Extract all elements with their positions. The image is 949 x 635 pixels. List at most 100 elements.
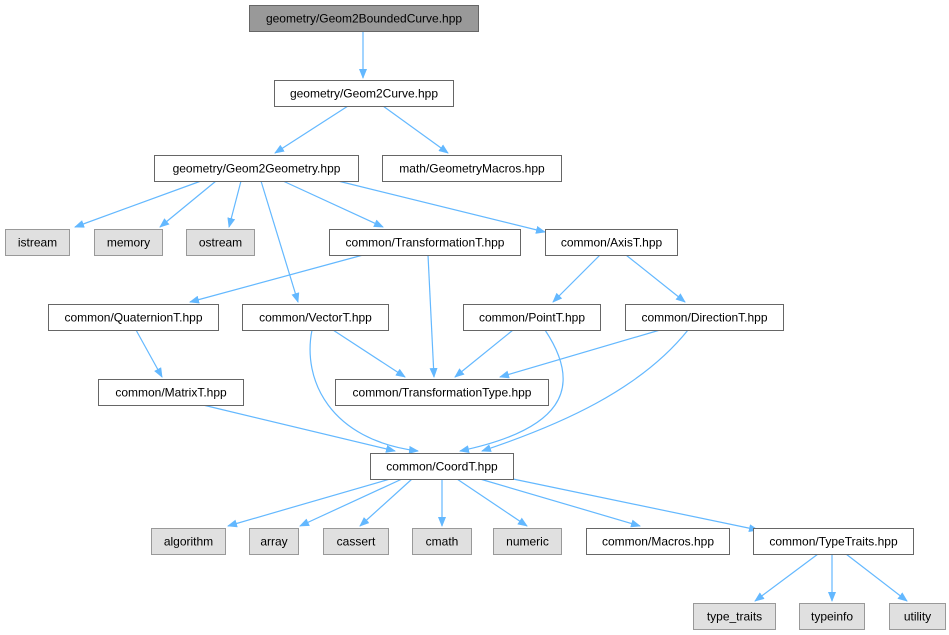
edge-coordT-to-algorithm [227, 478, 391, 528]
node-box [323, 528, 389, 555]
edge-line [202, 404, 396, 453]
node-macros[interactable]: math/GeometryMacros.hpp [382, 155, 562, 182]
edge-line [227, 180, 242, 228]
node-box [545, 229, 678, 256]
node-label: common/TypeTraits.hpp [769, 535, 898, 549]
edge-line [456, 478, 528, 527]
node-box [412, 528, 472, 555]
edge-line [459, 329, 564, 454]
node-label: memory [107, 236, 150, 250]
node-curve[interactable]: geometry/Geom2Curve.hpp [274, 80, 454, 107]
edge-geom-to-axisT [337, 180, 546, 234]
edge-line [299, 478, 403, 527]
node-box [151, 528, 226, 555]
node-root[interactable]: geometry/Geom2BoundedCurve.hpp [249, 5, 479, 32]
node-quatT[interactable]: common/QuaternionT.hpp [48, 304, 219, 331]
node-type_traits: type_traits [693, 603, 776, 630]
node-box [889, 603, 946, 630]
node-ostream: ostream [186, 229, 255, 256]
node-label: common/VectorT.hpp [259, 311, 372, 325]
edge-pointT-to-coordT [459, 329, 564, 454]
edge-transT-to-quatT [189, 254, 364, 304]
node-label: common/TransformationType.hpp [353, 386, 532, 400]
node-box [625, 304, 784, 331]
edge-line [512, 478, 759, 533]
edge-axisT-to-dirT [625, 254, 686, 303]
node-label: array [260, 535, 287, 549]
node-typetraits[interactable]: common/TypeTraits.hpp [753, 528, 914, 555]
node-box [242, 304, 389, 331]
edge-line [274, 105, 349, 154]
edge-line [454, 329, 514, 378]
edge-quatT-to-matT [135, 329, 163, 378]
edge-vecT-to-transType [332, 329, 406, 378]
edge-line [427, 254, 438, 378]
node-box [249, 528, 299, 555]
node-istream: istream [5, 229, 70, 256]
node-box [154, 155, 359, 182]
node-label: math/GeometryMacros.hpp [399, 162, 545, 176]
edge-line [159, 180, 217, 228]
node-coordT[interactable]: common/CoordT.hpp [370, 453, 514, 480]
node-box [48, 304, 219, 331]
edge-line [337, 180, 546, 234]
node-geom[interactable]: geometry/Geom2Geometry.hpp [154, 155, 359, 182]
node-algorithm: algorithm [151, 528, 226, 555]
node-label: numeric [506, 535, 549, 549]
node-box [693, 603, 776, 630]
edge-coordT-to-cassert [359, 478, 413, 527]
edge-geom-to-istream [74, 180, 202, 228]
node-transType[interactable]: common/TransformationType.hpp [335, 379, 549, 406]
edge-line [309, 329, 419, 454]
edge-line [479, 478, 641, 528]
edge-geom-to-memory [159, 180, 217, 228]
node-numeric: numeric [493, 528, 562, 555]
node-box [249, 5, 479, 32]
edge-line [260, 180, 300, 303]
edge-coordT-to-typetraits [512, 478, 759, 533]
node-box [335, 379, 549, 406]
edge-line [552, 254, 601, 303]
node-box [186, 229, 255, 256]
edge-curve-to-geom [274, 105, 349, 154]
edge-coordT-to-array [299, 478, 403, 527]
edge-line [282, 180, 384, 228]
node-label: geometry/Geom2Curve.hpp [290, 87, 438, 101]
node-dirT[interactable]: common/DirectionT.hpp [625, 304, 784, 331]
edge-line [74, 180, 202, 228]
node-box [5, 229, 70, 256]
node-axisT[interactable]: common/AxisT.hpp [545, 229, 678, 256]
node-pointT[interactable]: common/PointT.hpp [463, 304, 601, 331]
node-label: common/CoordT.hpp [386, 460, 498, 474]
node-box [493, 528, 562, 555]
node-vecT[interactable]: common/VectorT.hpp [242, 304, 389, 331]
node-box [382, 155, 562, 182]
edge-line [625, 254, 686, 303]
edge-typetraits-to-type_traits [754, 553, 819, 602]
node-label: common/PointT.hpp [479, 311, 585, 325]
nodes-layer: geometry/Geom2BoundedCurve.hpp geometry/G… [5, 5, 946, 630]
node-matT[interactable]: common/MatrixT.hpp [98, 379, 244, 406]
node-utility: utility [889, 603, 946, 630]
node-transT[interactable]: common/TransformationT.hpp [329, 229, 521, 256]
node-label: typeinfo [811, 610, 853, 624]
edge-line [189, 254, 364, 304]
node-memory: memory [94, 229, 163, 256]
edge-line [227, 478, 391, 528]
node-label: algorithm [164, 535, 213, 549]
node-label: common/QuaternionT.hpp [64, 311, 202, 325]
node-box [370, 453, 514, 480]
node-label: common/DirectionT.hpp [641, 311, 767, 325]
node-cassert: cassert [323, 528, 389, 555]
node-box [98, 379, 244, 406]
node-cmacros[interactable]: common/Macros.hpp [586, 528, 730, 555]
edge-line [135, 329, 163, 378]
edge-coordT-to-numeric [456, 478, 528, 527]
node-label: common/TransformationT.hpp [346, 236, 505, 250]
node-label: ostream [199, 236, 242, 250]
node-box [753, 528, 914, 555]
node-label: utility [904, 610, 931, 624]
node-label: geometry/Geom2BoundedCurve.hpp [266, 12, 462, 26]
edges-layer [74, 31, 908, 602]
edge-matT-to-coordT [202, 404, 396, 453]
